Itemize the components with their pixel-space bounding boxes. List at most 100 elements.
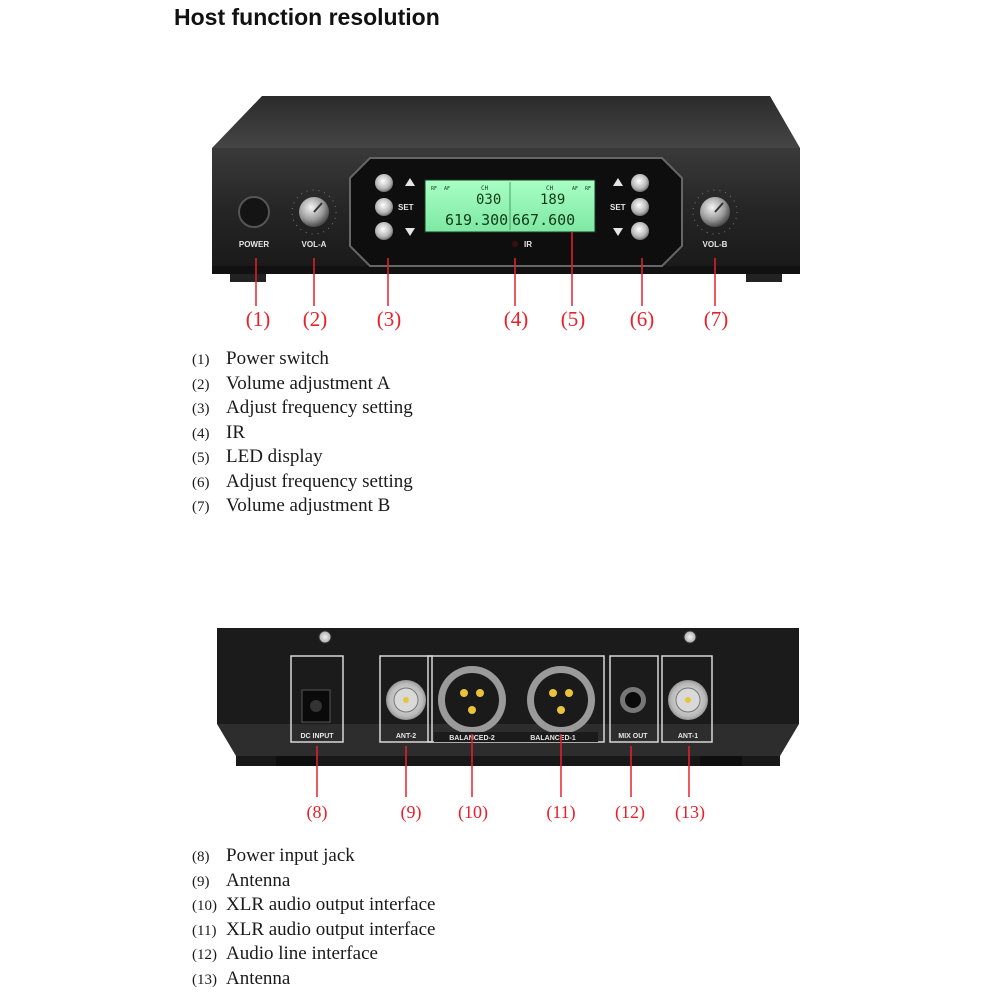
right-down-arrow-icon (613, 228, 623, 236)
legend-text: XLR audio output interface (226, 894, 436, 915)
legend-number: (6) (192, 474, 210, 491)
mix-out-label: MIX OUT (618, 733, 648, 740)
legend-item: (7) Volume adjustment B (192, 494, 413, 519)
callout-2: (2) (302, 307, 328, 331)
ir-sensor (512, 241, 518, 247)
dc-input-label: DC INPUT (300, 733, 334, 740)
lcd-display: RF AF CH 030 619.300 CH 189 667.600 AF R… (424, 179, 596, 233)
legend-number: (4) (192, 425, 210, 442)
callout-8: (8) (306, 802, 328, 822)
callout-10: (10) (458, 802, 488, 822)
back-legend: (8) Power input jack (9) Antenna (10) XLR a… (192, 844, 435, 991)
callout-1: (1) (245, 307, 271, 331)
lcd-frequency-b: 667.600 (512, 211, 575, 229)
callout-12: (12) (615, 802, 645, 822)
left-down-arrow-icon (405, 228, 415, 236)
lcd-af-left: AF (444, 186, 450, 192)
balanced-1-label: BALANCED-1 (530, 735, 576, 742)
lcd-rf-left: RF (431, 186, 437, 192)
callout-9: (9) (400, 802, 422, 822)
power-label: POWER (239, 240, 269, 249)
legend-number: (1) (192, 352, 210, 368)
ant-1-connector[interactable] (668, 680, 708, 720)
legend-item: (13) Antenna (192, 967, 435, 992)
lcd-channel-b: 189 (540, 192, 565, 208)
back-panel: DC INPUT ANT-2 BALANCED-2 BALANCED-1 (217, 628, 799, 766)
legend-text: IR (226, 421, 245, 443)
lcd-rf-right: RF (585, 186, 591, 192)
front-legend: (1) Power switch (2) Volume adjustment A (… (192, 347, 413, 519)
page-title: Host function resolution (174, 4, 440, 30)
vol-a-knob[interactable] (291, 189, 337, 235)
lcd-ch-label-b: CH (546, 185, 554, 192)
legend-number: (9) (192, 873, 210, 890)
front-leader-lines (255, 232, 716, 306)
legend-text: Adjust frequency setting (226, 397, 413, 418)
legend-text: Volume adjustment B (226, 495, 391, 516)
legend-item: (9) Antenna (192, 869, 435, 894)
right-down-button[interactable] (631, 222, 649, 240)
back-leader-lines (316, 734, 690, 797)
legend-text: XLR audio output interface (226, 918, 436, 940)
vol-b-label: VOL-B (703, 240, 728, 249)
screw-icon (318, 630, 332, 644)
legend-number: (2) (192, 376, 210, 393)
ant-2-connector[interactable] (386, 680, 426, 720)
legend-item: (1) Power switch (192, 347, 413, 372)
legend-item: (4) IR (192, 421, 413, 446)
legend-text: Antenna (226, 967, 291, 989)
callout-5: (5) (560, 307, 586, 331)
legend-number: (5) (192, 450, 210, 466)
legend-number: (10) (192, 898, 217, 914)
left-up-button[interactable] (375, 174, 393, 192)
legend-item: (6) Adjust frequency setting (192, 470, 413, 495)
power-button[interactable] (238, 196, 270, 228)
left-set-label: SET (398, 203, 414, 212)
legend-item: (3) Adjust frequency setting (192, 396, 413, 421)
left-up-arrow-icon (405, 178, 415, 186)
legend-text: Adjust frequency setting (226, 470, 413, 492)
legend-number: (7) (192, 499, 210, 515)
callout-4: (4) (503, 307, 529, 331)
ant-2-label: ANT-2 (396, 733, 416, 740)
lcd-ch-label-a: CH (481, 185, 489, 192)
lcd-frequency-a: 619.300 (445, 211, 508, 229)
legend-text: Volume adjustment A (226, 372, 391, 394)
vol-b-knob[interactable] (692, 189, 738, 235)
right-set-label: SET (610, 203, 626, 212)
right-up-arrow-icon (613, 178, 623, 186)
callout-13: (13) (675, 802, 705, 822)
legend-number: (11) (192, 922, 217, 939)
lcd-channel-a: 030 (476, 192, 501, 208)
balanced-1-xlr-connector[interactable] (527, 666, 595, 734)
legend-number: (8) (192, 849, 210, 865)
legend-item: (5) LED display (192, 445, 413, 470)
legend-item: (12) Audio line interface (192, 942, 435, 967)
balanced-2-xlr-connector[interactable] (438, 666, 506, 734)
legend-number: (13) (192, 971, 217, 988)
callout-7: (7) (703, 307, 729, 331)
legend-item: (10) XLR audio output interface (192, 893, 435, 918)
callout-6: (6) (629, 307, 655, 331)
lcd-af-right: AF (572, 186, 578, 192)
legend-item: (11) XLR audio output interface (192, 918, 435, 943)
right-up-button[interactable] (631, 174, 649, 192)
right-set-button[interactable] (631, 198, 649, 216)
callout-3: (3) (376, 307, 402, 331)
legend-text: Audio line interface (226, 943, 378, 964)
legend-text: Antenna (226, 869, 291, 891)
legend-text: LED display (226, 446, 323, 467)
ant-1-label: ANT-1 (678, 733, 698, 740)
left-down-button[interactable] (375, 222, 393, 240)
legend-number: (3) (192, 401, 210, 417)
legend-text: Power switch (226, 348, 329, 369)
legend-text: Power input jack (226, 845, 355, 866)
screw-icon (683, 630, 697, 644)
front-panel: POWER VOL-A SET RF AF CH 030 619.300 CH … (212, 96, 800, 282)
left-set-button[interactable] (375, 198, 393, 216)
legend-number: (12) (192, 947, 217, 963)
legend-item: (8) Power input jack (192, 844, 435, 869)
ir-label: IR (524, 240, 532, 249)
mix-out-jack[interactable] (620, 687, 646, 713)
